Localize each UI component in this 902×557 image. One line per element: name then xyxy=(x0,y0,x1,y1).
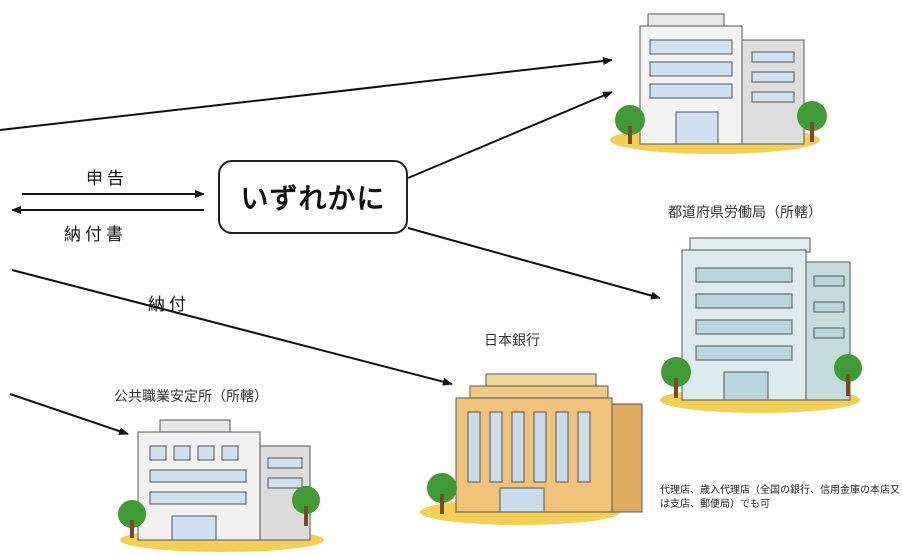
arrow-box-to-office-building xyxy=(407,91,613,179)
either-one-box: いずれかに xyxy=(218,160,408,234)
arrow-box-to-labor-bureau xyxy=(407,227,661,300)
payment-label: 納付 xyxy=(148,295,190,315)
employment-office-label: 公共職業安定所（所轄） xyxy=(114,389,268,405)
bank-of-japan-label: 日本銀行 xyxy=(484,333,540,349)
bank-of-japan-building xyxy=(420,373,643,525)
arrow-to-employment-office xyxy=(9,393,129,435)
arrow-payment-to-bank xyxy=(11,269,453,386)
employment-office-building xyxy=(118,419,324,552)
arrow-top-to-office-building xyxy=(0,57,613,131)
labor-bureau-building xyxy=(660,237,862,413)
payment-slip-label: 納付書 xyxy=(64,225,127,245)
labor-bureau-label: 都道府県労働局（所轄） xyxy=(668,205,822,221)
agency-note: 代理店、歳入代理店（全国の銀行、信用金庫の本店又は支店、郵便局）でも可 xyxy=(660,485,900,510)
declare-label: 申告 xyxy=(86,169,128,189)
office-building xyxy=(610,13,827,154)
